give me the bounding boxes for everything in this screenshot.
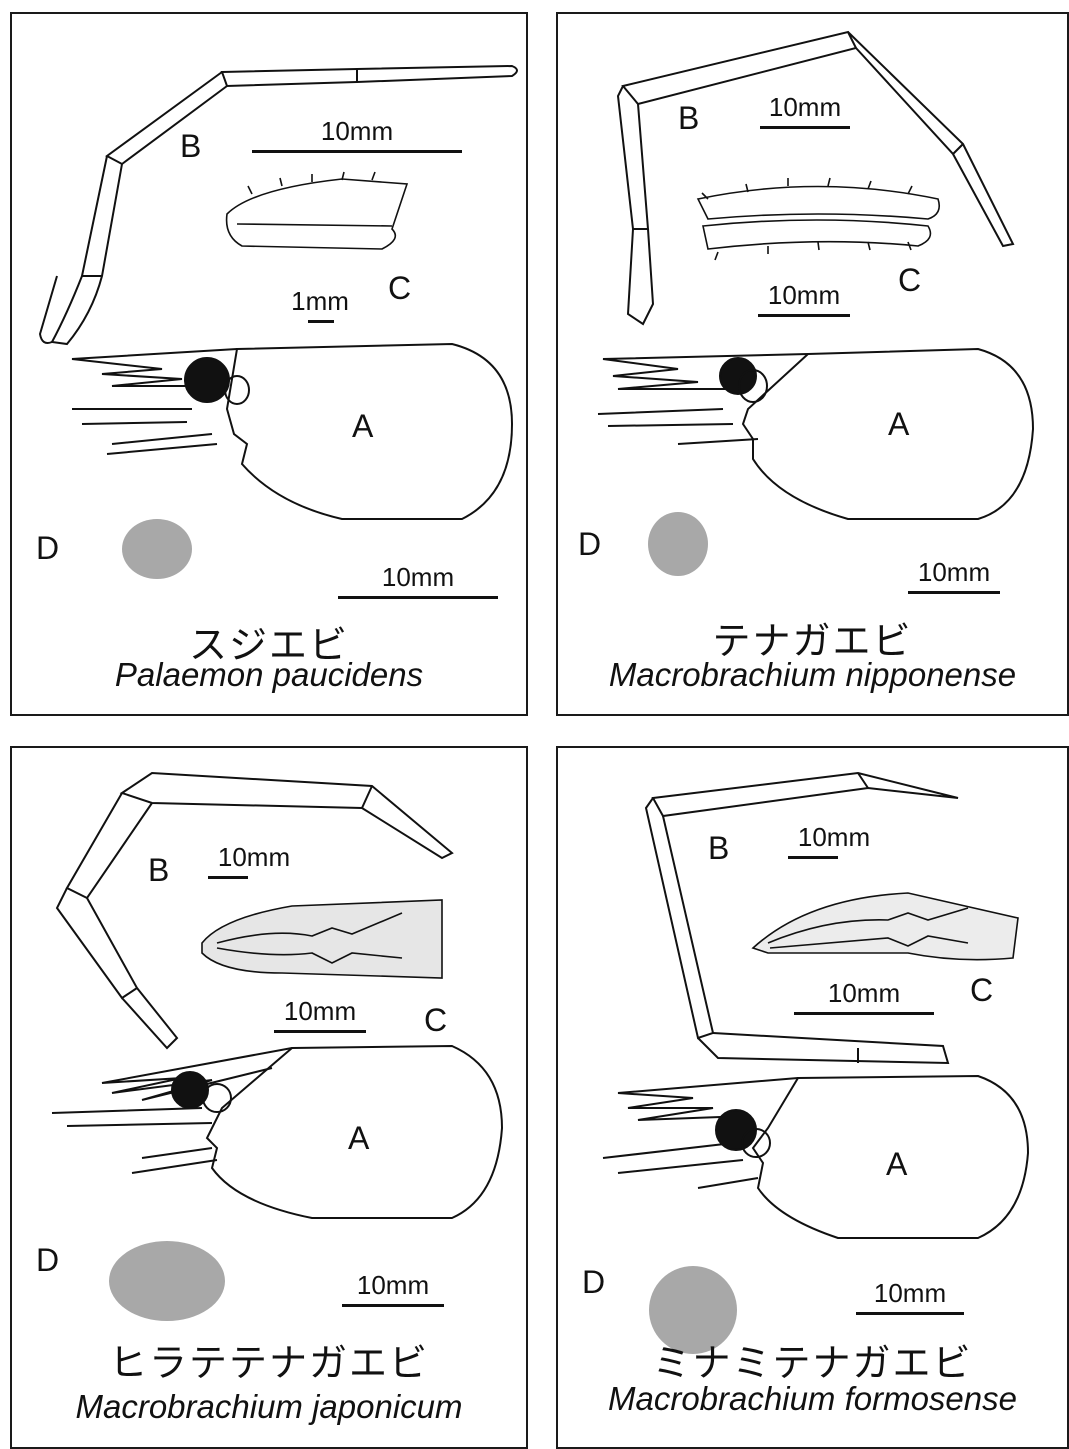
label-b: B	[708, 832, 729, 864]
scale-bar-c: 10mm	[758, 282, 850, 317]
japanese-name: ミナミテナガエビ	[558, 1332, 1067, 1387]
scale-line	[274, 1030, 366, 1033]
carapace-drawing-a	[603, 1076, 1028, 1238]
label-a: A	[886, 1148, 907, 1180]
scientific-name: Macrobrachium formosense	[558, 1380, 1067, 1418]
scale-label: 10mm	[357, 1270, 429, 1300]
label-b: B	[180, 130, 201, 162]
label-c: C	[970, 974, 993, 1006]
chela-detail-c	[698, 178, 939, 260]
carapace-drawing-a	[598, 349, 1033, 519]
scale-label: 10mm	[382, 562, 454, 592]
scale-label: 10mm	[798, 822, 870, 852]
label-d: D	[36, 1244, 59, 1276]
scale-label: 10mm	[321, 116, 393, 146]
scale-line	[856, 1312, 964, 1315]
scale-line	[342, 1304, 444, 1307]
scale-bar-c: 10mm	[794, 980, 934, 1015]
label-a: A	[352, 410, 373, 442]
carapace-drawing-a	[52, 1046, 502, 1218]
label-c: C	[424, 1004, 447, 1036]
label-b: B	[678, 102, 699, 134]
scale-bar-a: 10mm	[338, 564, 498, 599]
scientific-name: Palaemon paucidens	[12, 656, 526, 694]
egg-stipple-d	[122, 519, 192, 579]
scale-label: 10mm	[284, 996, 356, 1026]
scale-bar-a: 10mm	[342, 1272, 444, 1307]
scale-line	[758, 314, 850, 317]
egg-stipple-d	[648, 512, 708, 576]
label-d: D	[578, 528, 601, 560]
scale-bar-a: 10mm	[856, 1280, 964, 1315]
species-panel-macrobrachium-japonicum: B 10mm C 10mm A D 10mm ヒラテテナガエビ Macrobra…	[10, 746, 528, 1449]
chela-detail-c	[753, 893, 1018, 960]
scale-label: 10mm	[918, 557, 990, 587]
scale-label: 10mm	[218, 842, 290, 872]
label-d: D	[36, 532, 59, 564]
species-panel-macrobrachium-nipponense: B 10mm C 10mm A D 10mm テナガエビ Macrobrachi…	[556, 12, 1069, 716]
scale-bar-a: 10mm	[908, 559, 1000, 594]
chela-detail-c	[202, 900, 442, 978]
label-c: C	[898, 264, 921, 296]
scale-line	[788, 856, 838, 859]
chela-detail-c	[227, 172, 407, 249]
scale-label: 10mm	[768, 280, 840, 310]
scale-bar-c: 1mm	[288, 288, 352, 323]
scale-label: 10mm	[769, 92, 841, 122]
scale-bar-b: 10mm	[760, 94, 850, 129]
scale-label: 10mm	[828, 978, 900, 1008]
carapace-drawing-a	[72, 344, 512, 519]
scale-line	[794, 1012, 934, 1015]
scale-line	[208, 876, 248, 879]
japanese-name: ヒラテテナガエビ	[12, 1332, 526, 1387]
scale-line	[338, 596, 498, 599]
scientific-name: Macrobrachium nipponense	[558, 656, 1067, 694]
species-panel-macrobrachium-formosense: B 10mm C 10mm A D 10mm ミナミテナガエビ Macrobra…	[556, 746, 1069, 1449]
scale-bar-b: 10mm	[252, 118, 462, 153]
label-a: A	[888, 408, 909, 440]
label-d: D	[582, 1266, 605, 1298]
scale-line	[252, 150, 462, 153]
cheliped-drawing-b	[40, 66, 517, 344]
scale-line	[308, 320, 334, 323]
scale-label: 1mm	[291, 286, 349, 316]
label-b: B	[148, 854, 169, 886]
species-panel-palaemon-paucidens: B 10mm C 1mm A D 10mm スジエビ Palaemon pauc…	[10, 12, 528, 716]
label-c: C	[388, 272, 411, 304]
scale-bar-b: 10mm	[788, 824, 880, 859]
scale-line	[760, 126, 850, 129]
egg-stipple-d	[109, 1241, 225, 1321]
scale-line	[908, 591, 1000, 594]
scientific-name: Macrobrachium japonicum	[12, 1388, 526, 1426]
scale-bar-c: 10mm	[274, 998, 366, 1033]
scale-bar-b: 10mm	[208, 844, 300, 879]
label-a: A	[348, 1122, 369, 1154]
scale-label: 10mm	[874, 1278, 946, 1308]
